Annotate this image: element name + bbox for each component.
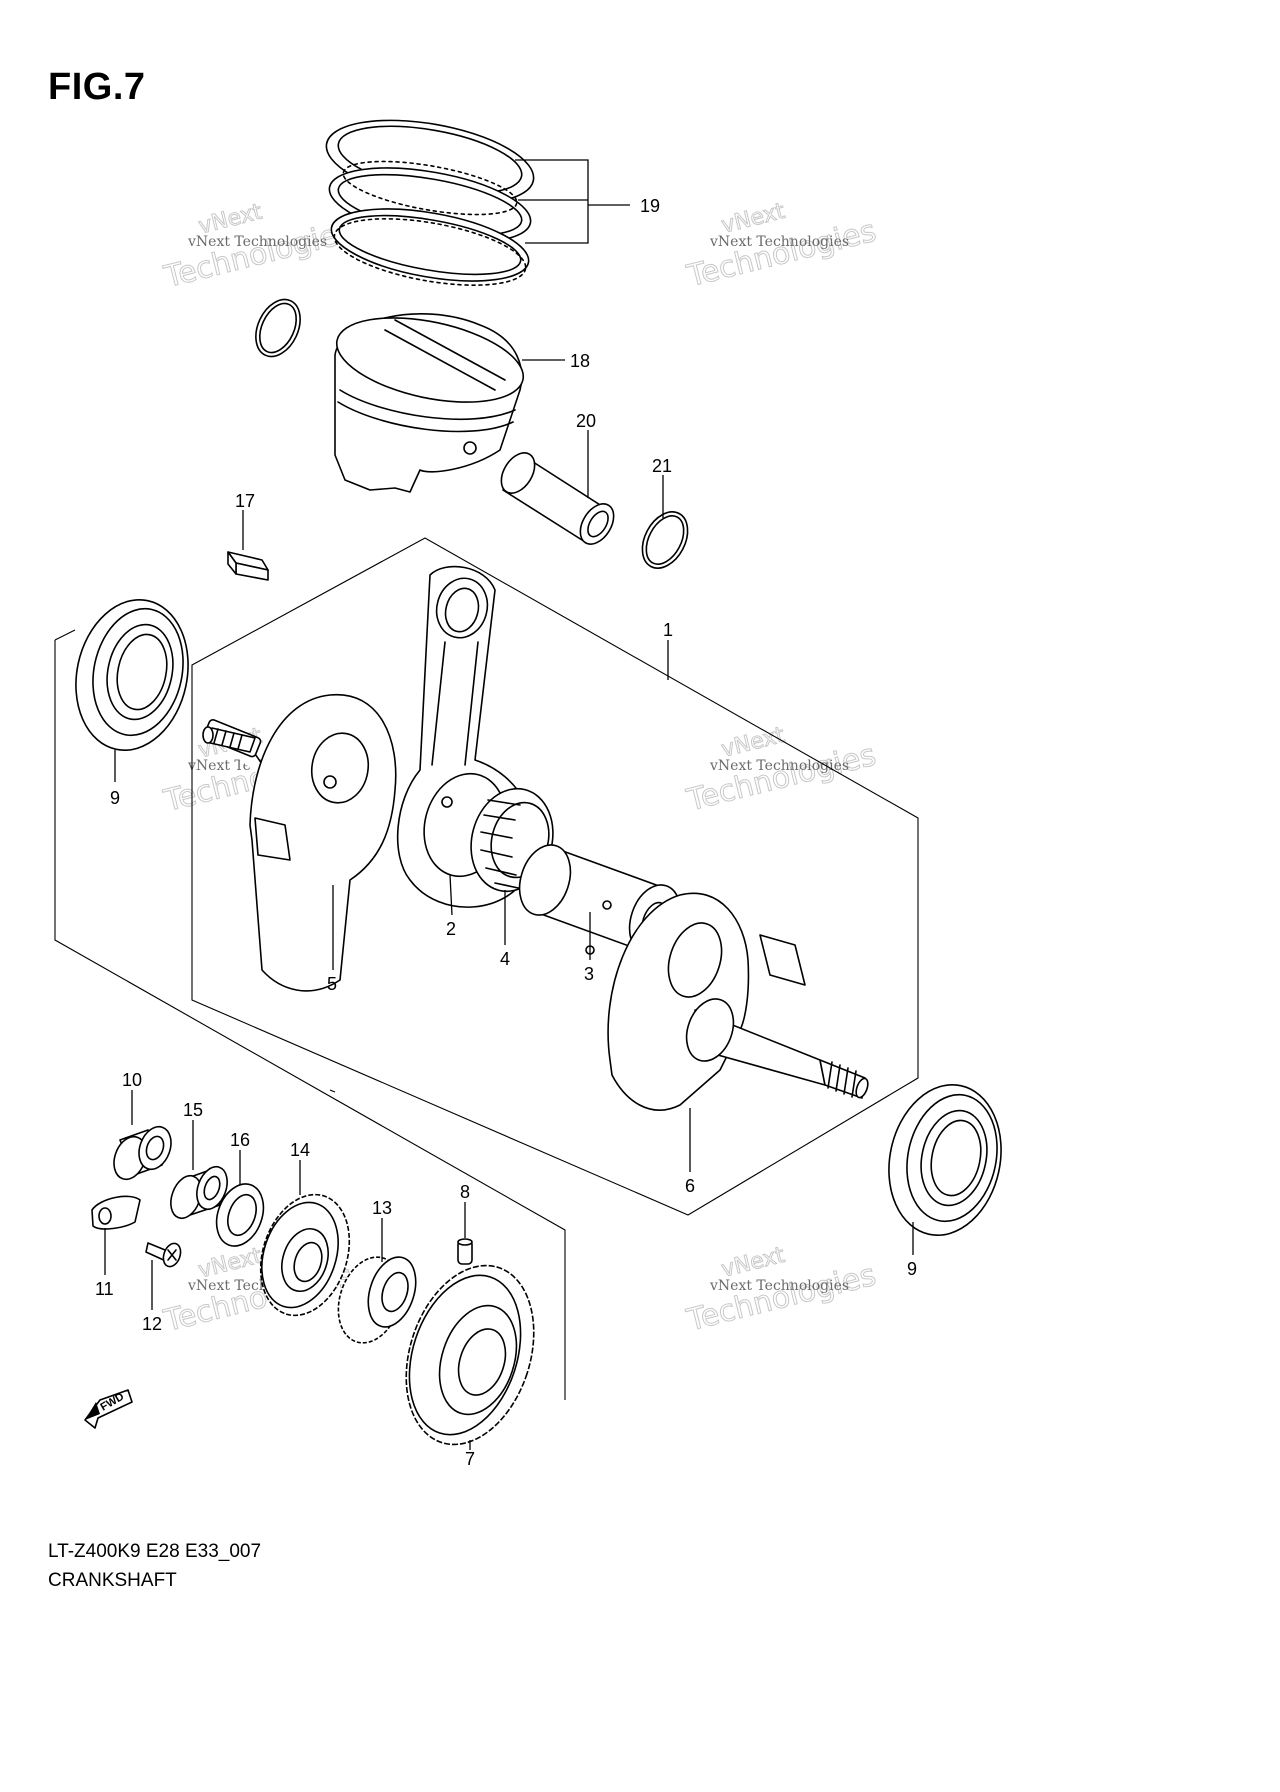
watermark-text: Technologies xyxy=(683,738,879,819)
screw-12 xyxy=(145,1242,182,1268)
callout-18: 18 xyxy=(570,351,590,371)
callout-13: 13 xyxy=(372,1198,392,1218)
callout-9-right: 9 xyxy=(907,1259,917,1279)
crank-web-right xyxy=(607,892,869,1111)
callout-16: 16 xyxy=(230,1130,250,1150)
callout-1: 1 xyxy=(663,620,673,640)
diagram-code: LT-Z400K9 E28 E33_007 xyxy=(48,1541,262,1562)
callout-10: 10 xyxy=(122,1070,142,1090)
figure-title: FIG.7 xyxy=(48,66,146,108)
callout-20: 20 xyxy=(576,411,596,431)
callout-labels: 19 18 20 21 17 1 9 2 4 3 5 6 9 10 15 16 … xyxy=(95,196,917,1469)
assembly-outline-crankshaft xyxy=(191,537,919,1216)
piston-pin-circlip-right xyxy=(641,511,689,569)
watermark-text: Technologies xyxy=(683,214,879,295)
callout-12: 12 xyxy=(142,1314,162,1334)
callout-3: 3 xyxy=(584,964,594,984)
watermark-text: vNext Technologies xyxy=(709,758,849,774)
callout-15: 15 xyxy=(183,1100,203,1120)
leader-lines xyxy=(104,159,914,1450)
crank-web-left xyxy=(203,693,397,992)
gear-13 xyxy=(337,1256,417,1344)
watermark-text: vNext Technologies xyxy=(187,234,327,250)
callout-6: 6 xyxy=(685,1176,695,1196)
callout-21: 21 xyxy=(652,456,672,476)
bearing-10 xyxy=(113,1125,172,1181)
piston-pin xyxy=(500,452,615,545)
callout-5: 5 xyxy=(327,974,337,994)
crank-bearing-left xyxy=(75,598,189,752)
diagram-name: CRANKSHAFT xyxy=(48,1570,177,1591)
watermark-text: vNext xyxy=(719,1243,788,1283)
watermark-text: Technologies xyxy=(160,214,356,295)
gear-7 xyxy=(405,1264,535,1446)
piston-pin-circlip-left xyxy=(255,298,301,358)
dowel-pin-8 xyxy=(457,1238,473,1265)
forward-direction-arrow: FWD xyxy=(84,1389,133,1429)
woodruff-key xyxy=(227,551,269,581)
callout-14: 14 xyxy=(290,1140,310,1160)
callout-7: 7 xyxy=(465,1449,475,1469)
callout-8: 8 xyxy=(460,1182,470,1202)
watermark-text: vNext Technologies xyxy=(709,234,849,250)
callout-2: 2 xyxy=(446,919,456,939)
crank-bearing-right xyxy=(888,1083,1002,1237)
callout-17: 17 xyxy=(235,491,255,511)
lock-plate-11 xyxy=(91,1195,141,1230)
watermark-text: Technologies xyxy=(683,1258,879,1339)
nut-15 xyxy=(170,1165,228,1220)
washer-16 xyxy=(215,1183,265,1247)
callout-4: 4 xyxy=(500,949,510,969)
piston-ring-set xyxy=(325,119,535,286)
callout-11: 11 xyxy=(95,1279,114,1299)
piston xyxy=(334,313,525,493)
watermark-text: vNext xyxy=(719,723,788,763)
assembly-outline-bearings-gears xyxy=(54,629,566,1400)
callout-19: 19 xyxy=(640,196,660,216)
crankshaft-left-stub xyxy=(202,726,256,753)
watermark-text: vNext xyxy=(719,199,788,239)
gear-14 xyxy=(259,1193,351,1317)
callout-9-left: 9 xyxy=(110,788,120,808)
watermark-text: vNext Technologies xyxy=(709,1278,849,1294)
